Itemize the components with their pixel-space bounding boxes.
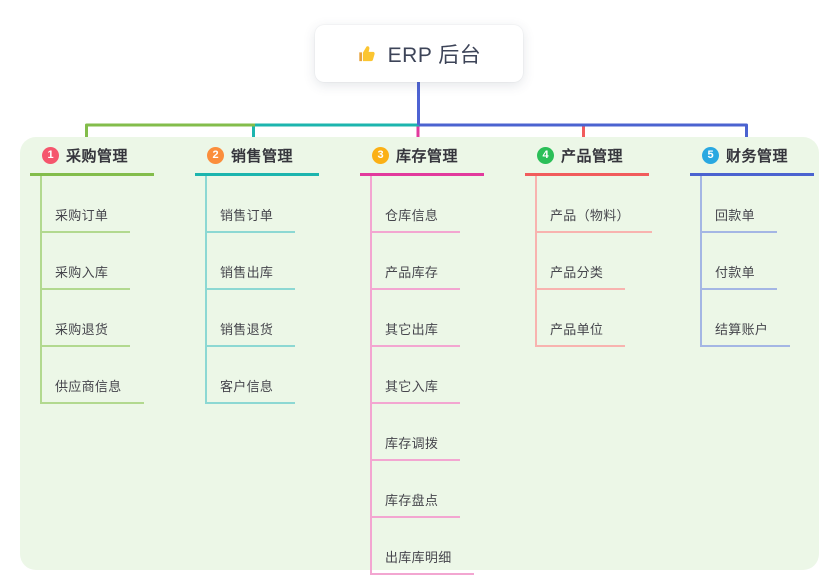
branch-header[interactable]: 2 销售管理 [195, 145, 320, 176]
child-node-label: 仓库信息 [385, 208, 439, 223]
branch-header[interactable]: 5 财务管理 [690, 145, 815, 176]
child-node-label: 产品库存 [385, 265, 439, 280]
child-node[interactable]: 采购入库 [40, 233, 131, 290]
branch-header[interactable]: 4 产品管理 [525, 145, 650, 176]
child-node[interactable]: 其它入库 [370, 347, 461, 404]
branch-title: 财务管理 [726, 148, 789, 165]
child-node-label: 产品分类 [550, 265, 604, 280]
root-node[interactable]: ERP 后台 [315, 25, 523, 82]
branch-node-5: 5 财务管理 回款单付款单结算账户 [690, 145, 839, 347]
branch-children: 仓库信息产品库存其它出库其它入库库存调拨库存盘点出库库明细 [370, 176, 474, 575]
child-node-label: 销售出库 [220, 265, 274, 280]
child-node[interactable]: 产品单位 [535, 290, 626, 347]
priority-badge: 1 [42, 147, 59, 164]
child-node[interactable]: 产品（物料） [535, 176, 652, 233]
child-node[interactable]: 其它出库 [370, 290, 461, 347]
branch-children: 销售订单销售出库销售退货客户信息 [205, 176, 296, 404]
branches-panel [20, 137, 819, 570]
branch-title: 采购管理 [66, 148, 129, 165]
child-node-label: 供应商信息 [55, 379, 122, 394]
child-node[interactable]: 销售订单 [205, 176, 296, 233]
child-node[interactable]: 销售出库 [205, 233, 296, 290]
child-node[interactable]: 销售退货 [205, 290, 296, 347]
branch-node-4: 4 产品管理 产品（物料） 产品分类产品单位 [525, 145, 685, 347]
child-node-label: 销售订单 [220, 208, 274, 223]
child-node-label: 其它出库 [385, 322, 439, 337]
child-node[interactable]: 库存盘点 [370, 461, 461, 518]
child-node-label: 产品（物料） [550, 208, 630, 223]
child-node-label: 采购退货 [55, 322, 109, 337]
child-node-label: 付款单 [715, 265, 755, 280]
child-node-label: 产品单位 [550, 322, 604, 337]
child-node[interactable]: 回款单 [700, 176, 777, 233]
child-node[interactable]: 产品分类 [535, 233, 626, 290]
child-node-label: 结算账户 [715, 322, 769, 337]
child-node-label: 销售退货 [220, 322, 274, 337]
branch-header[interactable]: 1 采购管理 [30, 145, 155, 176]
priority-badge: 2 [207, 147, 224, 164]
child-node[interactable]: 采购订单 [40, 176, 131, 233]
child-node[interactable]: 结算账户 [700, 290, 791, 347]
priority-badge: 3 [372, 147, 389, 164]
branch-children: 回款单付款单结算账户 [700, 176, 791, 347]
child-node-label: 客户信息 [220, 379, 274, 394]
child-node[interactable]: 付款单 [700, 233, 777, 290]
child-node-label: 采购订单 [55, 208, 109, 223]
branch-title: 产品管理 [561, 148, 624, 165]
root-node-title: ERP 后台 [387, 43, 482, 67]
child-node[interactable]: 采购退货 [40, 290, 131, 347]
branch-title: 销售管理 [231, 148, 294, 165]
priority-badge: 4 [537, 147, 554, 164]
branch-children: 采购订单采购入库采购退货供应商信息 [40, 176, 144, 404]
child-node-label: 采购入库 [55, 265, 109, 280]
child-node-label: 库存调拨 [385, 436, 439, 451]
branch-children: 产品（物料） 产品分类产品单位 [535, 176, 652, 347]
thumbs-up-icon [358, 45, 375, 61]
child-node-label: 其它入库 [385, 379, 439, 394]
branch-node-1: 1 采购管理 采购订单采购入库采购退货供应商信息 [30, 145, 190, 404]
child-node[interactable]: 库存调拨 [370, 404, 461, 461]
child-node-label: 库存盘点 [385, 493, 439, 508]
child-node[interactable]: 客户信息 [205, 347, 296, 404]
branch-header[interactable]: 3 库存管理 [360, 145, 485, 176]
child-node[interactable]: 供应商信息 [40, 347, 144, 404]
child-node-label: 出库库明细 [385, 550, 452, 565]
priority-badge: 5 [702, 147, 719, 164]
branch-node-2: 2 销售管理 销售订单销售出库销售退货客户信息 [195, 145, 355, 404]
child-node-label: 回款单 [715, 208, 755, 223]
branch-title: 库存管理 [396, 148, 459, 165]
child-node[interactable]: 出库库明细 [370, 518, 474, 575]
child-node[interactable]: 产品库存 [370, 233, 461, 290]
child-node[interactable]: 仓库信息 [370, 176, 461, 233]
branch-node-3: 3 库存管理 仓库信息产品库存其它出库其它入库库存调拨库存盘点出库库明细 [360, 145, 520, 575]
